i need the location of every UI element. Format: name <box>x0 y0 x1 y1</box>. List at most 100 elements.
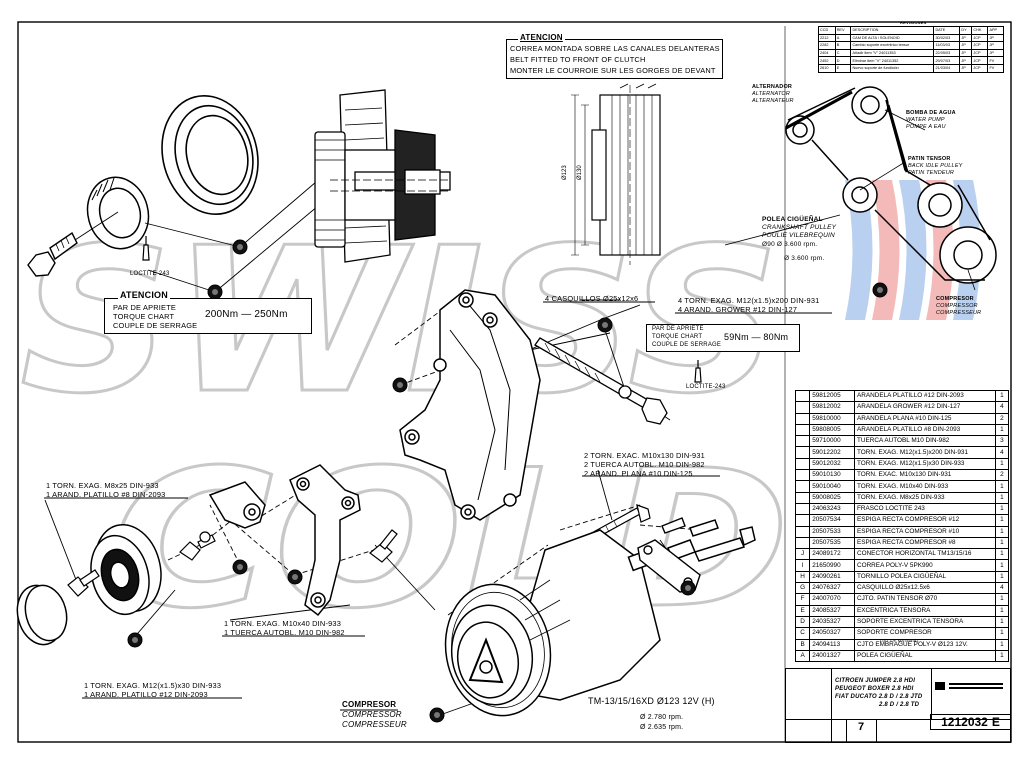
callout-compressor-en: COMPRESSOR <box>342 710 402 719</box>
parts-code-cell: 59008025 <box>809 491 855 504</box>
parts-desc-cell: TORN. EXAG. M12(x1.5)x200 DIN-931 <box>853 446 996 459</box>
parts-code-cell: 24007070 <box>809 593 855 606</box>
revisions-cell: 30/02/03 <box>933 33 961 43</box>
parts-item-cell <box>794 536 811 550</box>
parts-item-cell <box>794 389 811 403</box>
parts-desc-cell: ESPIGA RECTA COMPRESOR #8 <box>853 536 996 550</box>
revisions-cell: Nuevo soporte de fundición <box>850 63 935 73</box>
parts-code-cell: 59808005 <box>809 423 855 437</box>
parts-code-cell: 24063243 <box>809 502 855 516</box>
belt-crank-rpm-1: Ø90 Ø 3.600 rpm. <box>762 241 818 248</box>
compressor-drawing <box>444 519 756 717</box>
parts-qty-cell: 4 <box>994 582 1010 595</box>
revisions-cell: A <box>834 33 852 43</box>
vehicle-3: FIAT DUCATO 2.8 D / 2.8 JTD <box>835 694 923 700</box>
torque2-line-2: TORQUE CHART <box>652 334 703 340</box>
belt-alternator-en: ALTERNATOR <box>752 91 791 97</box>
belt-layout-drawing <box>724 86 997 291</box>
dim-d123: Ø123 <box>562 165 568 180</box>
parts-qty-cell: 1 <box>994 491 1010 504</box>
clutch-section-drawing <box>314 89 451 263</box>
revisions-cell: FV <box>987 63 1004 73</box>
parts-item-cell: B <box>794 638 811 651</box>
belt-alternator-fr: ALTERNATEUR <box>752 98 794 104</box>
revisions-cell: JP <box>959 56 973 65</box>
torque-title: ATENCION <box>118 290 170 300</box>
revisions-cell: 21/03/04 <box>933 63 961 73</box>
parts-item-cell <box>794 401 811 414</box>
parts-qty-cell: 4 <box>994 401 1010 414</box>
tensor-arm-drawing <box>289 464 361 617</box>
parts-item-cell: C <box>794 627 811 640</box>
small-bolts-drawing <box>67 529 398 597</box>
revisions-header-cell: CHK <box>971 26 989 35</box>
revisions-header-cell: CCD <box>818 26 836 35</box>
parts-item-cell <box>794 525 811 538</box>
torque2-line-3: COUPLE DE SERRAGE <box>652 342 722 348</box>
belt-crank-fr: POULIE VILEBREQUIN <box>762 232 835 239</box>
torque-line-1: PAR DE APRIETE <box>113 303 177 312</box>
crankshaft-pulley-drawing <box>161 94 259 216</box>
revisions-cell: CAM DE ALTA / SOLENOID <box>850 33 935 43</box>
revisions-cell: D <box>834 56 852 65</box>
revisions-cell: 2452 <box>818 56 836 65</box>
parts-qty-cell: 4 <box>994 446 1010 459</box>
parts-qty-cell: 1 <box>994 649 1010 663</box>
parts-code-cell: 24076327 <box>809 582 855 595</box>
revisions-cell: 2610 <box>818 63 836 73</box>
parts-qty-cell: 1 <box>994 570 1010 584</box>
revisions-cell: E <box>834 63 852 73</box>
dim-d130: Ø130 <box>577 165 583 180</box>
parts-item-cell <box>794 514 811 527</box>
parts-item-cell <box>794 457 811 471</box>
parts-code-cell: 24089172 <box>809 548 855 561</box>
parts-desc-cell: TORN. EXAG. M12(x1.5)x30 DIN-933 <box>853 457 996 471</box>
revisions-header-cell: REV <box>834 26 852 35</box>
loctite-bottle-drawing <box>142 236 150 261</box>
parts-desc-cell: FRASCO LOCTITE 243 <box>853 502 996 516</box>
parts-desc-cell: CASQUILLO Ø25x12.5x6 <box>853 582 996 595</box>
parts-qty-cell: 1 <box>994 480 1010 493</box>
parts-item-cell: G <box>794 582 811 595</box>
parts-desc-cell: CJTO. PATIN TENSOR Ø70 <box>853 593 996 606</box>
revisions-cell: Cambio soporte excéntrico tensor <box>850 41 935 50</box>
parts-code-cell: 59810000 <box>809 412 855 425</box>
dust-cap-drawing <box>16 584 68 646</box>
revisions-cell: JCP <box>971 56 989 65</box>
revisions-cell: JCP <box>971 33 989 43</box>
belt-idler-es: PATIN TENSOR <box>908 156 951 162</box>
parts-desc-cell: SOPORTE EXCENTRICA TENSORA <box>853 615 996 629</box>
revisions-cell: FV <box>987 56 1004 65</box>
parts-code-cell: 20507535 <box>809 536 855 550</box>
parts-desc-cell: TORN. EXAG. M10x40 DIN-933 <box>853 480 996 493</box>
compressor-model: TM-13/15/16XD Ø123 12V (H) <box>588 696 715 706</box>
attention-line-3: MONTER LE COURROIE SUR LES GORGES DE DEV… <box>510 66 716 75</box>
parts-code-cell: 59812005 <box>809 389 855 403</box>
loctite-label-2: LOCTITE-243 <box>686 384 726 390</box>
belt-alternator-es: ALTERNADOR <box>752 84 793 90</box>
torque2-line-1: PAR DE APRIETE <box>652 326 704 332</box>
callout-bolt-m12-30-1: 1 TORN. EXAG. M12(x1.5)x30 DIN-933 <box>84 681 222 690</box>
parts-code-cell: 20507534 <box>809 514 855 527</box>
parts-desc-cell: ARANDELA PLATILLO #12 DIN-2093 <box>853 389 996 403</box>
parts-desc-cell: ARANDELA PLATILLO #8 DIN-2093 <box>853 423 996 437</box>
parts-qty-cell: 1 <box>994 502 1010 516</box>
attention-line-2: BELT FITTED TO FRONT OF CLUTCH <box>510 55 646 64</box>
drawing-number: 1212032 <box>941 715 988 729</box>
vehicle-1: CITROEN JUMPER 2.8 HDI <box>835 678 916 684</box>
parts-desc-cell: SOPORTE COMPRESOR <box>853 627 996 640</box>
crank-bolt-drawing <box>27 231 78 277</box>
title-block-stamp <box>786 669 832 742</box>
